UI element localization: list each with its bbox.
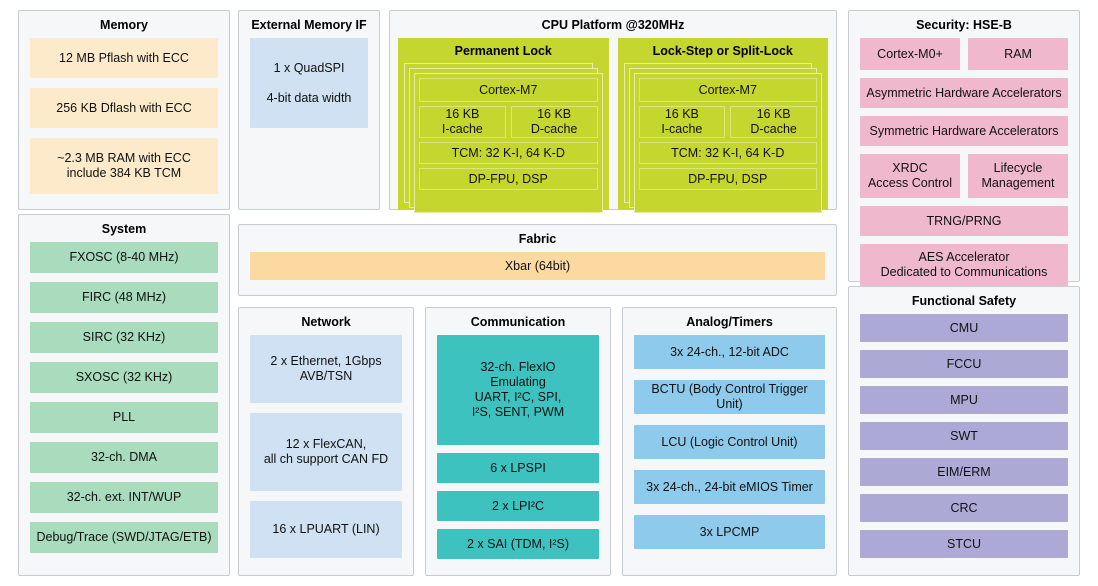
cpu-block-icache-0[interactable]: 16 KB I-cache — [419, 106, 506, 138]
block-analog-lcu[interactable]: LCU (Logic Control Unit) — [634, 425, 825, 459]
block-analog-emios-timer[interactable]: 3x 24-ch., 24-bit eMIOS Timer — [634, 470, 825, 504]
panel-title-external-memory-if: External Memory IF — [251, 18, 367, 32]
panel-cpu-platform: CPU Platform @320MHz Permanent Lock Cort… — [389, 10, 837, 213]
cpu-core-inner-1: Cortex-M7 16 KB I-cache 16 KB D-cache TC… — [633, 73, 822, 213]
block-security-aes-accelerator[interactable]: AES Accelerator Dedicated to Communicati… — [860, 244, 1068, 286]
block-analog-lpcmp[interactable]: 3x LPCMP — [634, 515, 825, 549]
cpu-block-icache-1[interactable]: 16 KB I-cache — [638, 106, 726, 138]
block-network-ethernet[interactable]: 2 x Ethernet, 1Gbps AVB/TSN — [250, 335, 402, 403]
block-communication-lpi2c[interactable]: 2 x LPI²C — [437, 491, 599, 521]
block-memory-pflash[interactable]: 12 MB Pflash with ECC — [30, 38, 218, 78]
block-communication-flexio[interactable]: 32-ch. FlexIO Emulating UART, I²C, SPI, … — [437, 335, 599, 445]
block-system-sirc[interactable]: SIRC (32 KHz) — [30, 322, 218, 353]
cpu-block-tcm-0[interactable]: TCM: 32 K-I, 64 K-D — [419, 142, 598, 164]
panel-functional-safety: Functional Safety CMU FCCU MPU SWT EIM/E… — [848, 286, 1080, 576]
panel-fabric: Fabric Xbar (64bit) — [238, 224, 837, 296]
block-system-fxosc[interactable]: FXOSC (8-40 MHz) — [30, 242, 218, 273]
block-memory-dflash[interactable]: 256 KB Dflash with ECC — [30, 88, 218, 128]
panel-external-memory-if: External Memory IF 1 x QuadSPI 4-bit dat… — [238, 10, 380, 210]
security-row-core-ram: Cortex-M0+ RAM — [860, 38, 1068, 70]
panel-title-cpu-platform: CPU Platform @320MHz — [541, 18, 685, 32]
panel-title-analog-timers: Analog/Timers — [686, 315, 773, 329]
block-fs-mpu[interactable]: MPU — [860, 386, 1068, 414]
block-system-firc[interactable]: FIRC (48 MHz) — [30, 282, 218, 313]
cpu-cache-row-0: 16 KB I-cache 16 KB D-cache — [419, 106, 598, 138]
panel-security: Security: HSE-B Cortex-M0+ RAM Asymmetri… — [848, 10, 1080, 286]
block-quadspi[interactable]: 1 x QuadSPI 4-bit data width — [250, 38, 368, 128]
security-row-xrdc-lifecycle: XRDC Access Control Lifecycle Management — [860, 154, 1068, 198]
panel-title-system: System — [101, 222, 147, 236]
cpu-core-permanent-lock: Permanent Lock Cortex-M7 16 KB I-cache 1… — [398, 38, 609, 213]
cpu-core-lock-step-split-lock: Lock-Step or Split-Lock Cortex-M7 16 KB … — [617, 38, 828, 213]
block-analog-bctu[interactable]: BCTU (Body Control Trigger Unit) — [634, 380, 825, 414]
panel-network: Network 2 x Ethernet, 1Gbps AVB/TSN 12 x… — [238, 307, 414, 576]
panel-system: System FXOSC (8-40 MHz) FIRC (48 MHz) SI… — [18, 214, 230, 576]
cpu-cache-row-1: 16 KB I-cache 16 KB D-cache — [638, 106, 817, 138]
cpu-block-fpu-dsp-0[interactable]: DP-FPU, DSP — [419, 168, 598, 190]
block-security-ram[interactable]: RAM — [968, 38, 1068, 70]
panel-title-functional-safety: Functional Safety — [911, 294, 1017, 308]
cpu-block-cortex-m7-0[interactable]: Cortex-M7 — [419, 78, 598, 102]
cpu-core-inner-0: Cortex-M7 16 KB I-cache 16 KB D-cache TC… — [414, 73, 603, 213]
block-system-debug-trace[interactable]: Debug/Trace (SWD/JTAG/ETB) — [30, 522, 218, 553]
block-fs-fccu[interactable]: FCCU — [860, 350, 1068, 378]
panel-title-fabric: Fabric — [518, 232, 557, 246]
panel-communication: Communication 32-ch. FlexIO Emulating UA… — [425, 307, 611, 576]
cpu-block-tcm-1[interactable]: TCM: 32 K-I, 64 K-D — [638, 142, 817, 164]
panel-title-security: Security: HSE-B — [916, 18, 1012, 32]
panel-memory: Memory 12 MB Pflash with ECC 256 KB Dfla… — [18, 10, 230, 210]
cpu-block-dcache-1[interactable]: 16 KB D-cache — [730, 106, 817, 138]
cpu-block-cortex-m7-1[interactable]: Cortex-M7 — [638, 78, 817, 102]
block-security-trng-prng[interactable]: TRNG/PRNG — [860, 206, 1068, 236]
block-system-sxosc[interactable]: SXOSC (32 KHz) — [30, 362, 218, 393]
block-fs-stcu[interactable]: STCU — [860, 530, 1068, 558]
panel-analog-timers: Analog/Timers 3x 24-ch., 12-bit ADC BCTU… — [622, 307, 837, 576]
block-security-symmetric-accelerators[interactable]: Symmetric Hardware Accelerators — [860, 116, 1068, 146]
block-security-lifecycle-management[interactable]: Lifecycle Management — [968, 154, 1068, 198]
cpu-block-dcache-0[interactable]: 16 KB D-cache — [510, 106, 598, 138]
cpu-core-title-1: Lock-Step or Split-Lock — [652, 44, 793, 58]
cpu-block-fpu-dsp-1[interactable]: DP-FPU, DSP — [638, 168, 817, 190]
panel-title-communication: Communication — [470, 315, 566, 329]
block-security-cortex-m0plus[interactable]: Cortex-M0+ — [860, 38, 960, 70]
block-system-dma[interactable]: 32-ch. DMA — [30, 442, 218, 473]
block-communication-sai[interactable]: 2 x SAI (TDM, I²S) — [437, 529, 599, 559]
block-fabric-xbar[interactable]: Xbar (64bit) — [250, 252, 825, 280]
block-memory-ram[interactable]: ~2.3 MB RAM with ECC include 384 KB TCM — [30, 138, 218, 194]
block-network-flexcan[interactable]: 12 x FlexCAN, all ch support CAN FD — [250, 413, 402, 491]
block-system-ext-int-wup[interactable]: 32-ch. ext. INT/WUP — [30, 482, 218, 513]
block-system-pll[interactable]: PLL — [30, 402, 218, 433]
block-analog-adc[interactable]: 3x 24-ch., 12-bit ADC — [634, 335, 825, 369]
block-network-lpuart[interactable]: 16 x LPUART (LIN) — [250, 501, 402, 558]
block-fs-cmu[interactable]: CMU — [860, 314, 1068, 342]
cpu-core-stack-0: Cortex-M7 16 KB I-cache 16 KB D-cache TC… — [404, 63, 603, 213]
block-fs-swt[interactable]: SWT — [860, 422, 1068, 450]
block-communication-lpspi[interactable]: 6 x LPSPI — [437, 453, 599, 483]
cpu-core-title-0: Permanent Lock — [454, 44, 552, 58]
panel-title-memory: Memory — [100, 18, 148, 32]
block-security-xrdc-access-control[interactable]: XRDC Access Control — [860, 154, 960, 198]
cpu-core-stack-1: Cortex-M7 16 KB I-cache 16 KB D-cache TC… — [623, 63, 822, 213]
block-fs-crc[interactable]: CRC — [860, 494, 1068, 522]
block-fs-eim-erm[interactable]: EIM/ERM — [860, 458, 1068, 486]
panel-title-network: Network — [301, 315, 351, 329]
block-security-asymmetric-accelerators[interactable]: Asymmetric Hardware Accelerators — [860, 78, 1068, 108]
